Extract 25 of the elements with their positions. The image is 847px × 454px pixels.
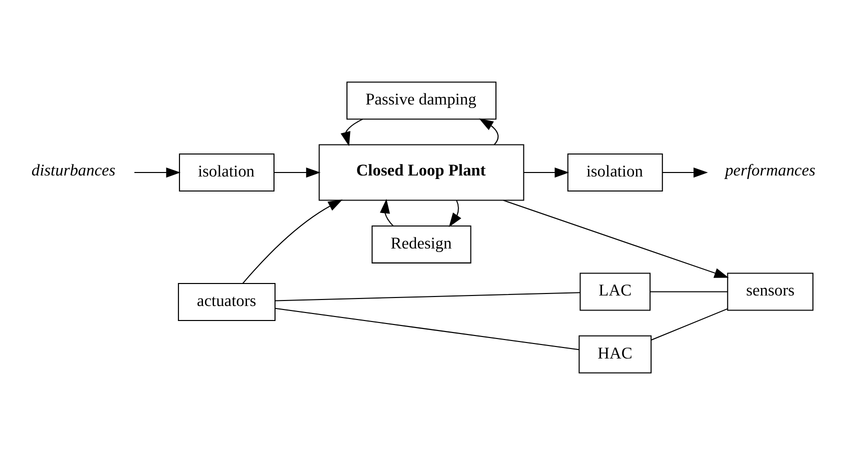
arrow	[242, 199, 343, 284]
node-text: disturbances	[32, 160, 116, 179]
node-box: Redesign	[372, 224, 472, 263]
node-box: HAC	[578, 334, 652, 373]
node-box: isolation	[178, 153, 275, 192]
connector	[650, 290, 728, 292]
node-box: isolation	[567, 153, 663, 192]
arrow	[662, 167, 708, 178]
connector	[275, 307, 579, 350]
arrow	[134, 167, 181, 178]
node-box: Passive damping	[346, 81, 496, 120]
arrow	[340, 118, 363, 146]
node-box: LAC	[580, 272, 651, 310]
arrow	[524, 167, 570, 178]
arrow	[478, 118, 499, 145]
connector	[651, 308, 728, 340]
arrow	[503, 199, 729, 278]
connector	[275, 292, 580, 301]
node-text: performances	[725, 160, 816, 179]
node-box: actuators	[178, 282, 276, 320]
node-box: Closed Loop Plant	[318, 144, 524, 200]
arrow	[274, 167, 321, 178]
arrow	[448, 200, 462, 227]
arrow	[380, 198, 394, 226]
node-box: sensors	[727, 272, 814, 310]
